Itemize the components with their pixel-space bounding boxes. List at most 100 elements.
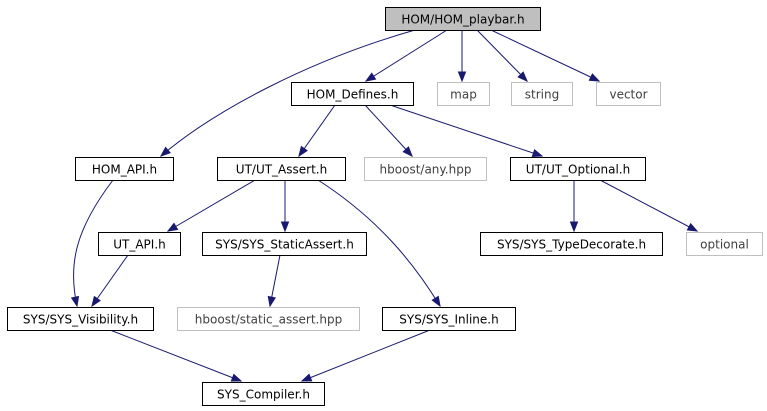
node-sys-compiler[interactable]: SYS_Compiler.h xyxy=(202,382,325,406)
node-sys-staticassert[interactable]: SYS/SYS_StaticAssert.h xyxy=(202,232,367,256)
edge-hom_playbar-to-map xyxy=(457,30,467,83)
node-box xyxy=(385,7,541,31)
edge-hom_playbar-to-hom_api xyxy=(159,29,416,157)
node-sys-visibility[interactable]: SYS/SYS_Visibility.h xyxy=(7,307,154,331)
node-sys-typedecorate[interactable]: SYS/SYS_TypeDecorate.h xyxy=(480,232,663,256)
node-label: UT_API.h xyxy=(113,238,166,252)
node-label: hboost/static_assert.hpp xyxy=(195,313,342,327)
edge-ut_assert-to-sys_staticassert xyxy=(280,180,290,233)
arrowhead xyxy=(70,295,80,308)
arrowhead xyxy=(588,73,601,82)
node-box xyxy=(98,232,181,256)
arrowhead xyxy=(300,373,313,382)
edge-line xyxy=(389,104,543,157)
edge-line xyxy=(317,179,441,307)
edge-line xyxy=(490,29,600,82)
node-box xyxy=(364,157,487,181)
edges-layer xyxy=(70,29,699,382)
edge-ut_assert-to-sys_inline xyxy=(317,179,441,308)
edge-hom_defines-to-hboost_any xyxy=(364,104,413,158)
node-box xyxy=(291,82,414,106)
edge-line xyxy=(364,104,413,157)
arrowhead xyxy=(267,295,276,308)
edge-line xyxy=(91,254,129,307)
node-label: hboost/any.hpp xyxy=(380,163,472,177)
node-label: SYS/SYS_Visibility.h xyxy=(23,313,138,327)
node-label: HOM_API.h xyxy=(92,163,157,177)
arrowhead xyxy=(457,71,467,83)
edge-line xyxy=(599,179,698,232)
node-box xyxy=(75,157,174,181)
node-box xyxy=(510,157,646,181)
node-box xyxy=(202,382,325,406)
node-box xyxy=(686,232,763,256)
edge-hom_playbar-to-vector xyxy=(490,29,601,82)
node-ut-assert[interactable]: UT/UT_Assert.h xyxy=(217,157,346,181)
arrowhead xyxy=(298,145,308,158)
edge-ut_optional-to-sys_typedecorate xyxy=(569,180,579,233)
edge-sys_staticassert-to-hboost_static_assert xyxy=(267,254,281,308)
edge-ut_optional-to-optional xyxy=(599,179,699,232)
node-hboost-static-assert: hboost/static_assert.hpp xyxy=(177,307,360,331)
arrowhead xyxy=(166,222,179,232)
node-hom-api[interactable]: HOM_API.h xyxy=(75,157,174,181)
node-box xyxy=(437,82,490,106)
node-hom-defines[interactable]: HOM_Defines.h xyxy=(291,82,414,106)
arrowhead xyxy=(517,71,528,82)
node-label: map xyxy=(450,88,477,102)
node-ut-api[interactable]: UT_API.h xyxy=(98,232,181,256)
edge-line xyxy=(301,329,431,382)
node-box xyxy=(480,232,663,256)
node-label: HOM/HOM_playbar.h xyxy=(401,13,524,27)
arrowhead xyxy=(431,295,441,308)
edge-line xyxy=(476,29,528,82)
node-map: map xyxy=(437,82,490,106)
arrowhead xyxy=(569,221,579,233)
node-box xyxy=(217,157,346,181)
node-label: SYS/SYS_TypeDecorate.h xyxy=(497,238,646,252)
node-label: SYS/SYS_Inline.h xyxy=(399,313,498,327)
node-label: string xyxy=(525,88,559,102)
node-label: vector xyxy=(609,88,647,102)
node-box xyxy=(596,82,661,106)
node-ut-optional[interactable]: UT/UT_Optional.h xyxy=(510,157,646,181)
node-hom-playbar[interactable]: HOM/HOM_playbar.h xyxy=(385,7,541,31)
arrowhead xyxy=(159,146,171,157)
edge-hom_defines-to-ut_assert xyxy=(298,104,336,158)
arrowhead xyxy=(230,373,243,382)
node-box xyxy=(177,307,360,331)
node-vector: vector xyxy=(596,82,661,106)
node-box xyxy=(202,232,367,256)
edge-ut_assert-to-ut_api xyxy=(166,179,256,232)
node-sys-inline[interactable]: SYS/SYS_Inline.h xyxy=(382,307,516,331)
edge-hom_api-to-sys_visibility xyxy=(70,179,114,308)
node-label: UT/UT_Optional.h xyxy=(526,163,630,177)
arrowhead xyxy=(531,148,544,157)
edge-line xyxy=(365,29,448,82)
edge-line xyxy=(109,329,242,382)
edge-line xyxy=(72,179,114,307)
node-box xyxy=(511,82,573,106)
node-label: UT/UT_Assert.h xyxy=(236,163,327,177)
edge-ut_api-to-sys_visibility xyxy=(91,254,129,308)
node-hboost-any: hboost/any.hpp xyxy=(364,157,487,181)
edge-sys_visibility-to-sys_compiler xyxy=(109,329,243,382)
arrowhead xyxy=(280,221,290,233)
node-label: SYS_Compiler.h xyxy=(217,388,310,402)
edge-hom_defines-to-ut_optional xyxy=(389,104,544,157)
node-string: string xyxy=(511,82,573,106)
node-optional: optional xyxy=(686,232,763,256)
node-label: HOM_Defines.h xyxy=(307,88,399,102)
arrowhead xyxy=(402,146,413,158)
node-label: optional xyxy=(700,238,749,252)
arrowhead xyxy=(686,222,699,232)
edge-sys_inline-to-sys_compiler xyxy=(300,329,431,382)
node-label: SYS/SYS_StaticAssert.h xyxy=(215,238,354,252)
edge-hom_playbar-to-hom_defines xyxy=(364,29,448,82)
edge-hom_playbar-to-string xyxy=(476,29,528,82)
node-box xyxy=(382,307,516,331)
node-box xyxy=(7,307,154,331)
edge-line xyxy=(298,104,336,157)
